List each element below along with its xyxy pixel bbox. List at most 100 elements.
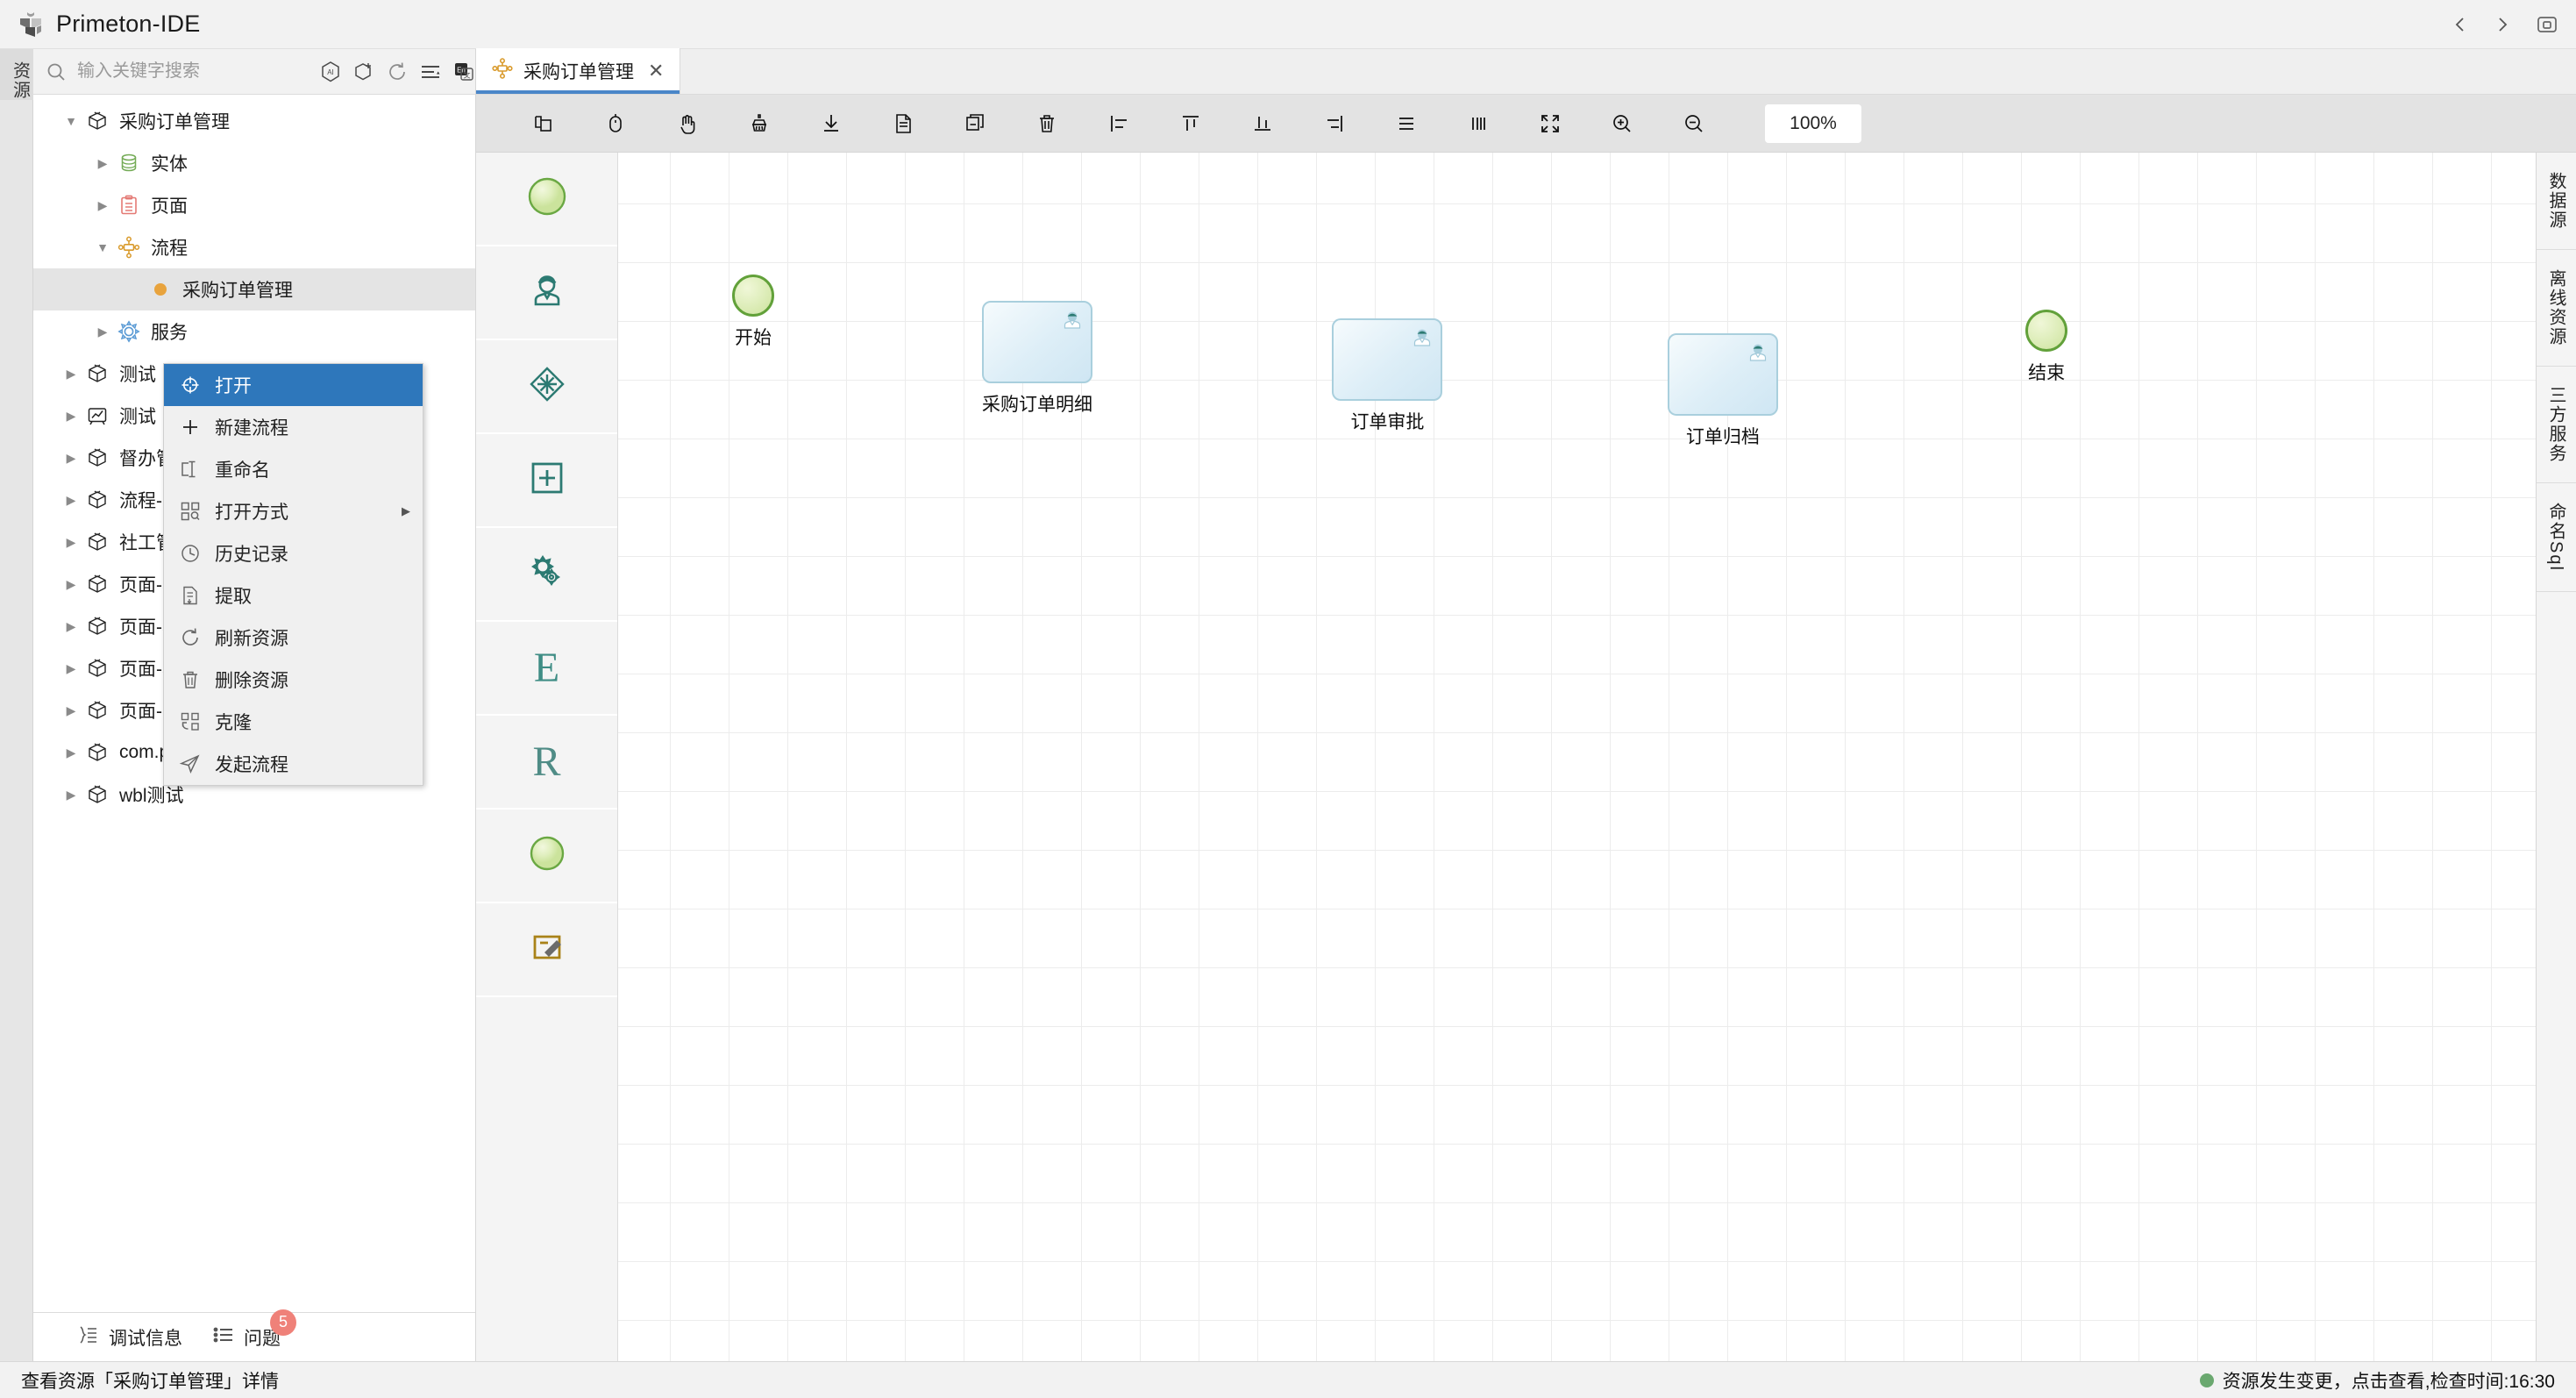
gear-icon [114,320,144,343]
send-icon [176,752,204,775]
context-menu-item-label: 发起流程 [215,755,288,775]
status-left-text[interactable]: 查看资源「采购订单管理」详情 [21,1371,279,1392]
chevron-right-icon[interactable]: ▶ [97,324,108,339]
align-top-icon[interactable] [1176,109,1206,139]
tree-item[interactable]: ▶ wbl测试 [33,774,475,816]
tree-item-label: 流程 [151,239,188,259]
chevron-right-icon[interactable]: ▶ [66,366,76,381]
align-bottom-icon[interactable] [1248,109,1277,139]
chevron-right-icon[interactable]: ▶ [66,618,76,633]
tree-item[interactable]: ▼ 采购订单管理 [33,100,475,142]
context-menu-item[interactable]: 提取 [164,574,423,617]
title-bar: Primeton-IDE [0,0,2576,49]
align-right-icon[interactable] [1320,109,1349,139]
context-menu-item[interactable]: 刷新资源 [164,617,423,659]
tree-item[interactable]: ▶ 实体 [33,142,475,184]
context-menu-item[interactable]: 克隆 [164,701,423,743]
hand-pan-icon[interactable] [672,109,702,139]
package-icon [82,531,112,553]
download-icon[interactable] [816,109,846,139]
status-right[interactable]: 资源发生变更，点击查看,检查时间:16:30 [2199,1367,2555,1394]
user-task-node[interactable] [1667,333,1778,417]
close-icon[interactable]: ✕ [648,60,665,82]
distribute-horizontal-icon[interactable] [1391,109,1421,139]
right-rail-tab-datasource[interactable]: 数据源 [2537,153,2576,250]
right-rail-tab-third-party-services[interactable]: 三方服务 [2537,367,2576,483]
context-menu-item[interactable]: 打开方式▶ [164,490,423,532]
tree-item[interactable]: ▼ 流程 [33,226,475,268]
align-left-icon[interactable] [1104,109,1134,139]
context-menu: 打开 新建流程 重命名 打开方式▶ 历史记录 [163,363,423,786]
chevron-right-icon[interactable]: ▶ [66,576,76,591]
chevron-left-icon[interactable] [2451,15,2469,34]
tab-purchase-order-flow[interactable]: 采购订单管理 ✕ [476,48,681,94]
status-indicator-dot [2199,1373,2214,1387]
save-icon[interactable] [2536,14,2558,35]
mouse-pointer-icon[interactable] [601,109,630,139]
document-icon[interactable] [888,109,918,139]
clean-brush-icon[interactable] [744,109,774,139]
context-menu-item[interactable]: 发起流程 [164,743,423,785]
duplicate-icon[interactable] [960,109,990,139]
tree-item[interactable]: ▶采购订单管理 [33,268,475,310]
zoom-in-icon[interactable] [1607,109,1637,139]
end-event-node[interactable] [2025,309,2068,352]
delete-icon[interactable] [1032,109,1062,139]
context-menu-item[interactable]: 打开 [164,364,423,406]
add-package-icon[interactable] [352,60,376,84]
right-rail-tab-offline-resources[interactable]: 离线资源 [2537,250,2576,367]
user-task-node[interactable] [982,300,1093,383]
left-rail-tab-resources[interactable]: 资源 [0,49,33,100]
translate-icon[interactable]: En 文 [452,60,476,84]
palette-start-event[interactable] [476,153,617,246]
palette-e-tool[interactable]: E [476,622,617,716]
bottom-tab-problems[interactable]: 问题 5 [212,1309,296,1352]
chevron-right-icon[interactable]: ▶ [66,703,76,717]
chevron-right-icon[interactable]: ▶ [66,450,76,465]
search-input[interactable] [77,61,310,82]
ai-icon[interactable]: AI [318,60,343,84]
chevron-right-icon[interactable]: ▶ [66,408,76,423]
right-rail-tab-named-sql[interactable]: 命名Sql [2537,483,2576,592]
chevron-right-icon[interactable]: ▶ [66,745,76,760]
zoom-out-icon[interactable] [1679,109,1709,139]
palette-annotation[interactable] [476,903,617,997]
start-event-node[interactable] [731,274,774,317]
palette-add-node[interactable] [476,434,617,528]
tree-item-label: 页面 [151,196,188,217]
palette-end-event[interactable] [476,810,617,903]
package-icon [82,573,112,596]
context-menu-item[interactable]: 新建流程 [164,406,423,448]
bottom-tab-debug[interactable]: 调试信息 [77,1323,182,1352]
tree-item[interactable]: ▶ 页面 [33,184,475,226]
chevron-right-icon[interactable]: ▶ [66,492,76,507]
chevron-right-icon[interactable]: ▶ [66,660,76,675]
refresh-icon[interactable] [385,60,409,84]
palette-gateway[interactable] [476,340,617,434]
search-icon [44,60,68,84]
palette-service-task[interactable] [476,528,617,622]
user-task-node[interactable] [1332,318,1443,402]
tree-item[interactable]: ▶ 测试 [33,395,475,437]
chevron-down-icon[interactable]: ▼ [65,114,77,128]
chevron-right-icon[interactable] [2494,15,2511,34]
palette-r-tool[interactable]: R [476,716,617,810]
context-menu-item[interactable]: 历史记录 [164,532,423,574]
context-menu-item[interactable]: 删除资源 [164,659,423,701]
zoom-level-input[interactable]: 100% [1765,103,1861,143]
chevron-down-icon[interactable]: ▼ [96,240,109,254]
context-menu-item[interactable]: 重命名 [164,448,423,490]
copy-shape-icon[interactable] [529,109,559,139]
palette-user-task[interactable] [476,246,617,340]
chevron-right-icon[interactable]: ▶ [66,534,76,549]
collapse-all-icon[interactable] [418,60,443,84]
distribute-vertical-icon[interactable] [1463,109,1493,139]
tree-item[interactable]: ▶ 服务 [33,310,475,353]
chevron-right-icon[interactable]: ▶ [97,155,108,170]
flow-canvas[interactable]: 开始 采购订单明细 订单审批 订单归档结束 [618,153,2536,1361]
chevron-right-icon[interactable]: ▶ [66,787,76,802]
chevron-right-icon[interactable]: ▶ [97,197,108,212]
svg-text:AI: AI [327,68,334,76]
fit-screen-icon[interactable] [1535,109,1565,139]
